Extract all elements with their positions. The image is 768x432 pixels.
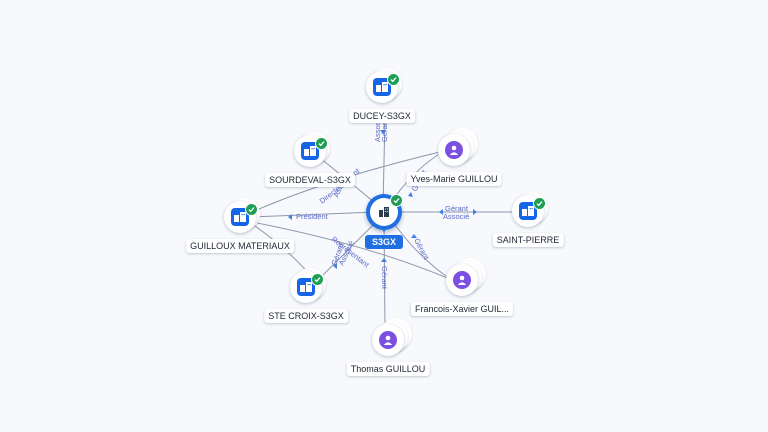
- company-icon: [297, 278, 315, 296]
- person-icon: [453, 271, 471, 289]
- node-label: Yves-Marie GUILLOU: [406, 172, 502, 186]
- arrow-saintpierre-2: [439, 209, 443, 215]
- edge-francois: [389, 217, 453, 281]
- verified-check-icon: [533, 197, 546, 210]
- node-label: GUILLOUX MATERIAUX: [186, 239, 294, 253]
- verified-check-icon: [315, 137, 328, 150]
- arrow-saintpierre: [473, 209, 477, 215]
- edge-guilloux-francois: [251, 221, 453, 281]
- node-label: Francois-Xavier GUIL...: [410, 302, 514, 316]
- arrow-yves: [408, 192, 413, 197]
- verified-check-icon: [245, 203, 258, 216]
- node-label: DUCEY-S3GX: [349, 109, 415, 123]
- company-icon: [373, 78, 391, 96]
- edge-ducey: [382, 116, 386, 208]
- edge-label-saintpierre-1: Associé: [443, 212, 469, 221]
- verified-check-icon: [387, 73, 400, 86]
- arrow-ducey: [380, 130, 386, 134]
- node-label: SOURDEVAL-S3GX: [265, 173, 355, 187]
- arrow-francois: [411, 234, 417, 238]
- company-icon: [301, 142, 319, 160]
- edge-guilloux: [249, 211, 377, 218]
- arrow-guilloux: [288, 214, 292, 220]
- center-node-label: S3GX: [364, 235, 404, 249]
- node-label: SAINT-PIERRE: [492, 233, 564, 247]
- person-icon: [445, 141, 463, 159]
- node-label: Thomas GUILLOU: [346, 362, 430, 376]
- edge-label-ducey-0: Gérant: [380, 118, 389, 142]
- verified-check-icon: [311, 273, 324, 286]
- edge-label-thomas-0: Gérant: [380, 266, 389, 290]
- node-label: STE CROIX-S3GX: [264, 309, 348, 323]
- company-icon: [231, 208, 249, 226]
- edge-label-saintpierre-0: Gérant: [445, 204, 469, 213]
- company-icon: [519, 202, 537, 220]
- edge-label-guilloux-0: Président: [296, 212, 329, 221]
- arrow-thomas: [381, 258, 387, 262]
- verified-check-icon: [390, 194, 403, 207]
- arrow-stecroix: [333, 263, 337, 269]
- person-icon: [379, 331, 397, 349]
- edge-label-ducey-1: Associé: [373, 116, 382, 142]
